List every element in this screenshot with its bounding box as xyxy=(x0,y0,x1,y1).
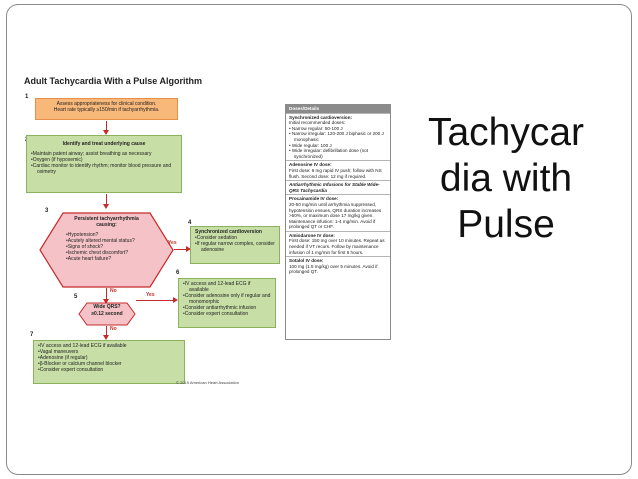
step-2-item: Cardiac monitor to identify rhythm; moni… xyxy=(31,163,177,175)
step-2-list: Maintain patent airway; assist breathing… xyxy=(31,151,177,175)
arrow-2-to-3 xyxy=(103,194,109,209)
no-label: No xyxy=(110,288,117,294)
doses-details-panel: Doses/Details Synchronized cardioversion… xyxy=(285,104,391,340)
sotalol-section: Sotalol IV dose: 100 mg (1.5 mg/kg) over… xyxy=(286,256,390,276)
sync-item: • Narrow irregular: 120-200 J biphasic o… xyxy=(289,131,384,142)
arrow-3-to-4 xyxy=(174,246,191,252)
procainamide-text: 20-50 mg/min until arrhythmia suppressed… xyxy=(289,201,382,230)
step-7-list: IV access and 12-lead ECG if available V… xyxy=(38,343,180,373)
step-4-header: Synchronized cardioversion xyxy=(195,229,262,235)
sync-item-text: Narrow regular: 50-100 J xyxy=(291,125,343,131)
step-4-list: Consider sedation If regular narrow comp… xyxy=(195,235,275,253)
amiodarone-text: First dose: 150 mg over 10 minutes. Repe… xyxy=(289,238,385,255)
step-5-line-1: Wide QRS? xyxy=(93,304,121,310)
sync-item-text: Wide regular: 100 J xyxy=(291,142,332,148)
step-7-item: Consider expert consultation xyxy=(38,367,180,373)
step-1-number: 1 xyxy=(25,94,29,100)
step-2-item: Oxygen (if hypoxemic) xyxy=(31,157,177,163)
procainamide-title: Procainamide IV dose: xyxy=(289,196,339,202)
sotalol-text: 100 mg (1.5 mg/kg) over 5 minutes. Avoid… xyxy=(289,263,378,275)
no-label: No xyxy=(110,326,117,332)
sync-item: • Narrow regular: 50-100 J xyxy=(289,125,343,131)
step-6-list: IV access and 12-lead ECG if available C… xyxy=(183,281,271,317)
step-7-item: β-Blocker or calcium channel blocker xyxy=(38,361,180,367)
sync-cardioversion-section: Synchronized cardioversion: Initial reco… xyxy=(286,112,390,161)
slide-title: Tachycar dia with Pulse xyxy=(406,110,606,248)
arrow-3-to-5 xyxy=(103,288,109,304)
step-4-item: Consider sedation xyxy=(195,235,275,241)
step-3-item: Hypotension? xyxy=(66,232,166,238)
adenosine-section: Adenosine IV dose: First dose: 6 mg rapi… xyxy=(286,160,390,180)
slide-title-line-3: Pulse xyxy=(457,203,555,246)
step-4-number: 4 xyxy=(188,220,192,226)
arrow-5-to-6 xyxy=(136,297,178,303)
step-3-item: Signs of shock? xyxy=(66,244,166,250)
sync-title: Synchronized cardioversion: xyxy=(289,114,353,120)
step-2-treat-cause-box: Identify and treat underlying cause Main… xyxy=(26,135,182,193)
step-6-wide-qrs-box: IV access and 12-lead ECG if available C… xyxy=(178,278,276,328)
step-6-item: Consider expert consultation xyxy=(183,311,271,317)
step-1-assess-box: Assess appropriateness for clinical cond… xyxy=(35,98,178,120)
amiodarone-section: Amiodarone IV dose: First dose: 150 mg o… xyxy=(286,230,390,256)
step-6-number: 6 xyxy=(176,270,180,276)
sync-item-text: Wide irregular: defibrillation dose (not… xyxy=(291,148,368,159)
step-1-line-1: Assess appropriateness for clinical cond… xyxy=(56,101,157,107)
sync-item: • Wide regular: 100 J xyxy=(289,142,332,148)
step-5-number: 5 xyxy=(74,294,78,300)
sync-item: • Wide irregular: defibrillation dose (n… xyxy=(289,148,368,159)
step-3-header: Persistent tachyarrhythmia causing: xyxy=(74,216,139,228)
sync-intro: Initial recommended doses: xyxy=(289,120,346,126)
step-4-item: If regular narrow complex, consider aden… xyxy=(195,241,275,253)
step-6-item: Consider antiarrhythmic infusion xyxy=(183,305,271,311)
step-7-narrow-qrs-box: IV access and 12-lead ECG if available V… xyxy=(33,340,185,384)
step-3-item: Acutely altered mental status? xyxy=(66,238,166,244)
adenosine-text: First dose: 6 mg rapid IV push; follow w… xyxy=(289,167,382,179)
step-3-item: Ischemic chest discomfort? xyxy=(66,250,166,256)
procainamide-section: Procainamide IV dose: 20-50 mg/min until… xyxy=(286,194,390,231)
step-7-item: IV access and 12-lead ECG if available xyxy=(38,343,180,349)
antiarrhythmic-title: Antiarrhythmic Infusions for Stable Wide… xyxy=(289,182,380,193)
step-7-item: Vagal maneuvers xyxy=(38,349,180,355)
slide-title-line-1: Tachycar xyxy=(427,111,585,154)
step-2-header: Identify and treat underlying cause xyxy=(62,141,146,147)
antiarrhythmic-section: Antiarrhythmic Infusions for Stable Wide… xyxy=(286,180,390,194)
step-5-line-2: ≥0.12 second xyxy=(91,311,123,317)
step-1-line-2: Heart rate typically ≥150/min if tachyar… xyxy=(53,107,160,113)
step-3-item: Acute heart failure? xyxy=(66,256,166,262)
step-3-number: 3 xyxy=(45,208,49,214)
step-2-item: Maintain patent airway; assist breathing… xyxy=(31,151,177,157)
step-6-item: Consider adenosine only if regular and m… xyxy=(183,293,271,305)
algorithm-title: Adult Tachycardia With a Pulse Algorithm xyxy=(24,76,202,86)
doses-header: Doses/Details xyxy=(286,105,390,113)
step-7-item: Adenosine (if regular) xyxy=(38,355,180,361)
arrow-1-to-2 xyxy=(103,121,109,135)
slide-title-line-2: dia with xyxy=(439,157,573,200)
yes-label: Yes xyxy=(146,292,155,298)
copyright-notice: © 2015 American Heart Association xyxy=(176,380,239,385)
sync-item-text: Narrow irregular: 120-200 J biphasic or … xyxy=(291,131,384,142)
amiodarone-title: Amiodarone IV dose: xyxy=(289,232,335,238)
step-6-item: IV access and 12-lead ECG if available xyxy=(183,281,271,293)
arrow-5-to-7 xyxy=(103,326,109,340)
yes-label: Yes xyxy=(168,240,177,246)
sotalol-title: Sotalol IV dose: xyxy=(289,258,324,264)
step-5-decision-hexagon xyxy=(78,302,136,326)
step-4-cardioversion-box: Synchronized cardioversion Consider seda… xyxy=(190,226,280,264)
adenosine-title: Adenosine IV dose: xyxy=(289,162,332,168)
step-3-list: Hypotension? Acutely altered mental stat… xyxy=(66,232,166,262)
step-7-number: 7 xyxy=(30,332,34,338)
